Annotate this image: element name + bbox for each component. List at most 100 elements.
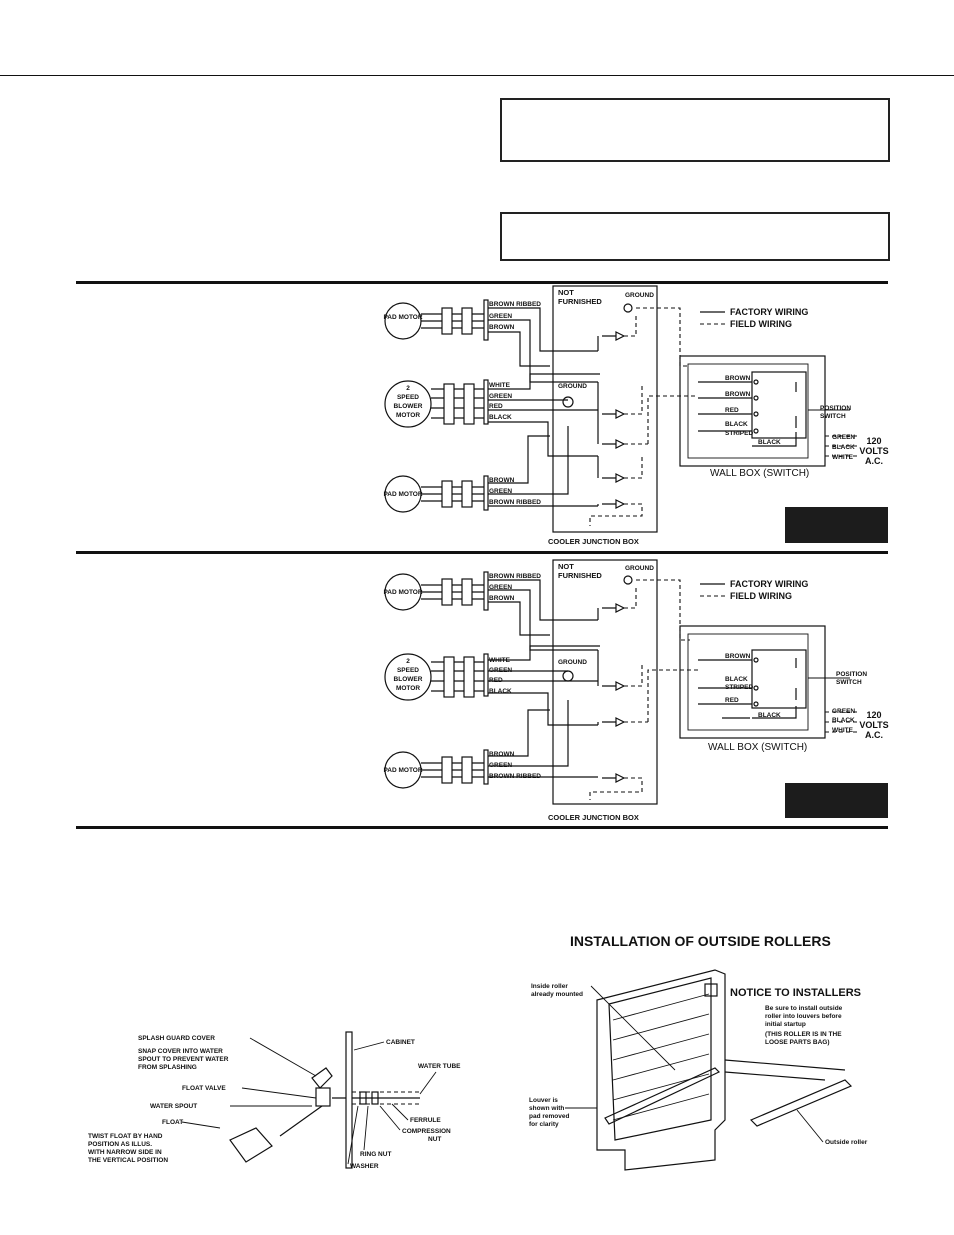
- d1-volts-3: A.C.: [865, 456, 883, 466]
- legend-factory: FACTORY WIRING: [730, 307, 808, 317]
- blower-label-4: MOTOR: [396, 412, 420, 419]
- not-furnished-2b: FURNISHED: [558, 571, 602, 580]
- d1-wire-mid-2: GREEN: [489, 393, 512, 400]
- ground-label-mid-2: GROUND: [558, 659, 587, 666]
- not-furnished-1: NOT: [558, 288, 574, 297]
- wiring-diagram-1: PAD MOTOR BROWN RIBBED GREEN BROWN 2 SPE…: [383, 285, 889, 546]
- snap-cover-3: FROM SPLASHING: [138, 1064, 197, 1071]
- section-rule-3: [76, 826, 888, 829]
- d1-wire-mid-4: BLACK: [489, 414, 512, 421]
- ground-label-top: GROUND: [625, 292, 654, 299]
- d2-wire-bot-2: GREEN: [489, 762, 512, 769]
- d2-wire-mid-2: GREEN: [489, 667, 512, 674]
- splash-guard-label: SPLASH GUARD COVER: [138, 1035, 215, 1042]
- d1-sw-6: BLACK: [758, 439, 781, 446]
- d1-sw-5: STRIPED: [725, 430, 753, 437]
- d2-sw-2: BLACK: [725, 676, 748, 683]
- d1-position-2: SWITCH: [820, 413, 846, 420]
- cabinet-label: CABINET: [386, 1039, 415, 1046]
- d1-wire-bot-3: BROWN RIBBED: [489, 499, 541, 506]
- inside-roller-1: Inside roller: [531, 983, 568, 990]
- figure-label-box-1: [785, 507, 888, 543]
- figure-label-box-2: [785, 783, 888, 818]
- d2-wire-top-1: BROWN RIBBED: [489, 573, 541, 580]
- d2-wire-bot-3: BROWN RIBBED: [489, 773, 541, 780]
- snap-cover-1: SNAP COVER INTO WATER: [138, 1048, 223, 1055]
- legend-field: FIELD WIRING: [730, 319, 792, 329]
- d1-volts-2: VOLTS: [859, 446, 888, 456]
- d1-supply-3: WHITE: [832, 454, 854, 461]
- wall-box-label: WALL BOX (SWITCH): [710, 468, 809, 479]
- notice-text-5: LOOSE PARTS BAG): [765, 1039, 830, 1046]
- pad-motor-top-2-label: PAD MOTOR: [383, 589, 422, 596]
- blower-label-1: 2: [406, 385, 410, 392]
- twist-note-2: POSITION AS ILLUS.: [88, 1141, 152, 1148]
- section-rule-2: [76, 551, 888, 554]
- d2-wire-mid-4: BLACK: [489, 688, 512, 695]
- d2-sw-5: BLACK: [758, 712, 781, 719]
- d2-position-1: POSITION: [836, 671, 867, 678]
- d1-sw-2: BROWN: [725, 391, 751, 398]
- blower2-label-4: MOTOR: [396, 685, 420, 692]
- washer-label: WASHER: [350, 1163, 379, 1170]
- d1-sw-3: RED: [725, 407, 739, 414]
- ground-screw: [562, 396, 574, 408]
- louver-note-1: Louver is: [529, 1097, 558, 1104]
- d1-wire-mid-1: WHITE: [489, 382, 511, 389]
- d1-sw-1: BROWN: [725, 375, 751, 382]
- d1-supply-2: BLACK: [832, 444, 855, 451]
- d1-wire-top-3: BROWN: [489, 324, 515, 331]
- wall-box: [679, 355, 826, 467]
- d1-wire-top-2: GREEN: [489, 313, 512, 320]
- water-spout-label: WATER SPOUT: [150, 1103, 197, 1110]
- notice-title: NOTICE TO INSTALLERS: [730, 987, 861, 999]
- pad-motor-top-label: PAD MOTOR: [383, 314, 422, 321]
- blower-label-2: SPEED: [397, 394, 419, 401]
- louver-note-2: shown with: [529, 1105, 564, 1112]
- d1-wire-bot-2: GREEN: [489, 488, 512, 495]
- d2-volts-3: A.C.: [865, 730, 883, 740]
- d2-supply-2: BLACK: [832, 717, 855, 724]
- pad-motor-top: [384, 302, 422, 340]
- notice-text-2: roller into louvers before: [765, 1013, 842, 1020]
- twist-note-4: THE VERTICAL POSITION: [88, 1157, 168, 1164]
- float-valve-diagram: SPLASH GUARD COVER SNAP COVER INTO WATER…: [88, 1031, 461, 1170]
- d2-position-2: SWITCH: [836, 679, 862, 686]
- d2-wire-top-2: GREEN: [489, 584, 512, 591]
- blower-motor-2: [384, 653, 432, 701]
- blower-label-3: BLOWER: [394, 403, 423, 410]
- notice-box-2: [500, 212, 890, 261]
- float-valve-label: FLOAT VALVE: [182, 1085, 226, 1092]
- ferrule-label: FERRULE: [410, 1117, 441, 1124]
- d2-supply-1: GREEN: [832, 708, 855, 715]
- outside-roller-label: Outside roller: [825, 1139, 868, 1146]
- d2-volts-1: 120: [866, 710, 881, 720]
- legend-field-2: FIELD WIRING: [730, 591, 792, 601]
- header-rule: [0, 75, 954, 76]
- rollers-title: INSTALLATION OF OUTSIDE ROLLERS: [570, 933, 831, 949]
- d1-supply-1: GREEN: [832, 434, 855, 441]
- d1-wire-bot-1: BROWN: [489, 477, 515, 484]
- section-rule-1: [76, 281, 888, 284]
- rollers-diagram: Inside roller already mounted NOTICE TO …: [529, 969, 868, 1171]
- notice-text-3: initial startup: [765, 1021, 806, 1028]
- louver-note-4: for clarity: [529, 1121, 559, 1128]
- d2-wire-mid-1: WHITE: [489, 657, 511, 664]
- snap-cover-2: SPOUT TO PREVENT WATER: [138, 1056, 229, 1063]
- d2-sw-1: BROWN: [725, 653, 751, 660]
- pad-motor-bottom-2-label: PAD MOTOR: [383, 767, 422, 774]
- d1-position-1: POSITION: [820, 405, 851, 412]
- ground-screw-2: [562, 670, 574, 682]
- compression-nut-1: COMPRESSION: [402, 1128, 451, 1135]
- ground-screw-top-2: [623, 575, 633, 585]
- junction-box-2: [552, 559, 658, 805]
- twist-note-1: TWIST FLOAT BY HAND: [88, 1133, 163, 1140]
- d2-wire-top-3: BROWN: [489, 595, 515, 602]
- legend-factory-2: FACTORY WIRING: [730, 579, 808, 589]
- not-furnished-2: FURNISHED: [558, 297, 602, 306]
- float-label: FLOAT: [162, 1119, 183, 1126]
- d2-wire-mid-3: RED: [489, 677, 503, 684]
- twist-note-3: WITH NARROW SIDE IN: [88, 1149, 162, 1156]
- notice-text-1: Be sure to install outside: [765, 1005, 843, 1012]
- water-tube-label: WATER TUBE: [418, 1063, 461, 1070]
